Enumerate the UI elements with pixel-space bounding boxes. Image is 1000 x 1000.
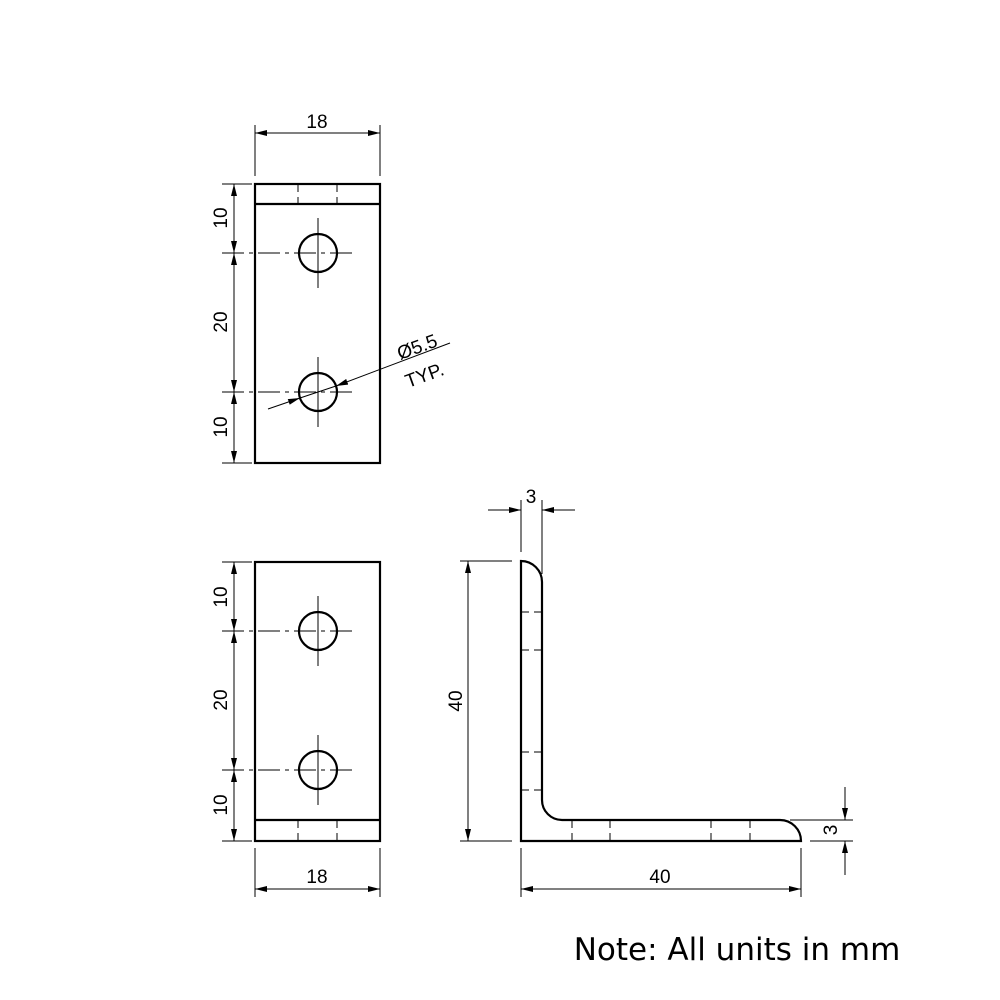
centerlines bbox=[222, 218, 354, 427]
dim-label: 40 bbox=[649, 867, 670, 888]
front-view: 10 20 10 18 bbox=[211, 560, 382, 897]
height-dimension: 40 bbox=[446, 560, 512, 842]
dim-label: 40 bbox=[446, 690, 467, 711]
hidden-lines bbox=[521, 611, 751, 841]
hole-diameter-label: Ø5.5 bbox=[395, 331, 441, 365]
dim-label: 3 bbox=[526, 487, 537, 508]
centerlines bbox=[222, 596, 354, 805]
dim-label: 20 bbox=[211, 311, 232, 332]
dim-label: 10 bbox=[211, 794, 232, 815]
typical-label: TYP. bbox=[403, 359, 448, 392]
dim-label: 18 bbox=[306, 867, 327, 888]
units-note: Note: All units in mm bbox=[574, 932, 901, 968]
dim-label: 20 bbox=[211, 689, 232, 710]
angle-profile bbox=[519, 559, 803, 843]
thickness-dimension-right: 3 bbox=[790, 787, 853, 875]
vertical-dimensions: 10 20 10 bbox=[211, 561, 252, 842]
width-dimension: 18 bbox=[254, 848, 381, 897]
dim-label: 10 bbox=[211, 207, 232, 228]
vertical-dimensions: 10 20 10 bbox=[211, 183, 252, 464]
length-dimension: 40 bbox=[520, 848, 802, 897]
thickness-dimension-top: 3 bbox=[488, 487, 575, 574]
top-view: 18 10 20 10 Ø5.5 TYP. bbox=[211, 112, 451, 465]
hole-callout: Ø5.5 TYP. bbox=[267, 331, 451, 410]
dim-label: 3 bbox=[821, 825, 842, 836]
dim-label: 10 bbox=[211, 586, 232, 607]
width-dimension: 18 bbox=[254, 112, 381, 176]
front-view-outline bbox=[253, 560, 382, 843]
dim-label: 18 bbox=[306, 112, 327, 133]
top-view-outline bbox=[253, 182, 382, 465]
dim-label: 10 bbox=[211, 416, 232, 437]
side-view: 3 40 40 3 bbox=[446, 487, 853, 897]
